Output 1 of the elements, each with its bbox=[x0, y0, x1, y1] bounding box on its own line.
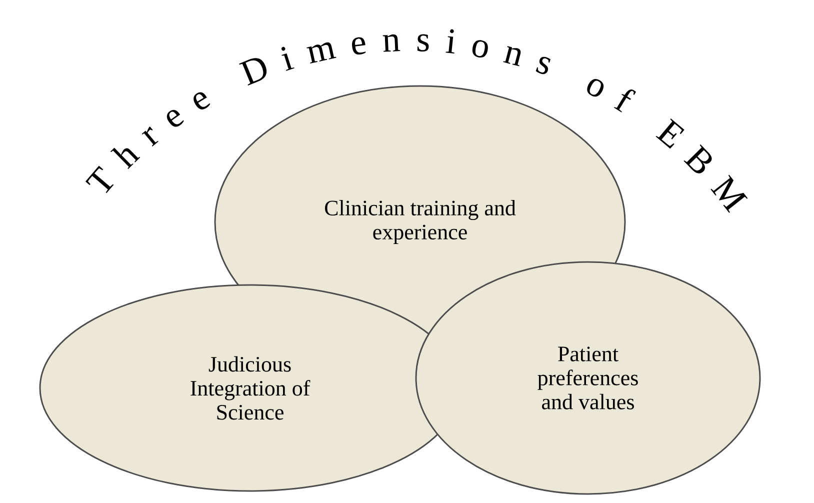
node-label: Judicious Integration of Science bbox=[190, 356, 310, 420]
